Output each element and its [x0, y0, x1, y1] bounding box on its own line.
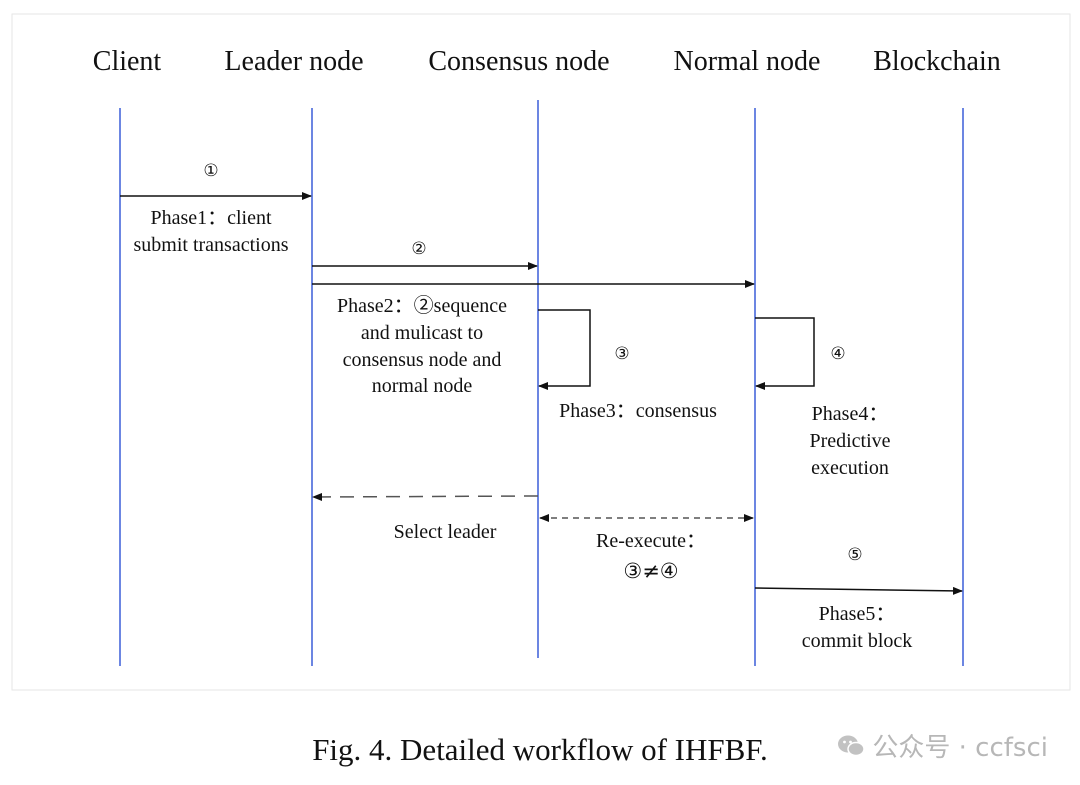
actor-consensus-label: Consensus node	[428, 46, 609, 77]
phase4-label-line3: execution	[811, 457, 889, 479]
phase3-label: Phase3：consensus	[559, 400, 717, 422]
figure-caption: Fig. 4. Detailed workflow of IHFBF.	[312, 732, 768, 767]
consensus-self-loop-arrow	[538, 309, 591, 390]
diagram-frame	[11, 13, 1071, 691]
step-2-marker: ②	[411, 239, 426, 259]
watermark: 公众号 · ccfsci	[836, 727, 1048, 764]
phase2-label-line4: normal node	[372, 375, 473, 397]
normal-self-loop-arrow	[755, 317, 815, 390]
watermark-text: 公众号 · ccfsci	[872, 733, 1048, 763]
reexecute-label-line1: Re-execute：	[596, 530, 706, 552]
phase4-label-line2: Predictive	[809, 430, 890, 452]
step-5-marker: ⑤	[847, 545, 862, 565]
actor-leader-label: Leader node	[224, 46, 363, 77]
phase2-label-line3: consensus node and	[343, 349, 502, 371]
arrow-normal-to-blockchain	[754, 586, 963, 595]
workflow-diagram: Client Leader node Consensus node Normal…	[11, 13, 1071, 691]
step-1-marker: ①	[203, 161, 218, 181]
reexecute-label-line2: ③≠④	[623, 559, 678, 583]
phase5-label-line2: commit block	[802, 630, 913, 652]
actor-client-label: Client	[93, 46, 162, 77]
phase4-label-line1: Phase4：	[812, 403, 889, 425]
phase2-label-line2: and mulicast to	[361, 322, 483, 344]
phase1-label-line1: Phase1：client	[150, 207, 272, 229]
phase2-label-line1: Phase2：②sequence	[337, 294, 507, 317]
actor-blockchain-label: Blockchain	[873, 46, 1001, 77]
phase5-label-line1: Phase5：	[819, 603, 896, 625]
arrow-select-leader-dashed	[312, 492, 539, 501]
phase1-label-line2: submit transactions	[134, 234, 289, 256]
step-3-marker: ③	[614, 344, 629, 364]
step-4-marker: ④	[830, 344, 845, 364]
select-leader-label: Select leader	[394, 521, 497, 543]
actor-normal-label: Normal node	[674, 46, 821, 77]
wechat-icon	[838, 735, 866, 756]
